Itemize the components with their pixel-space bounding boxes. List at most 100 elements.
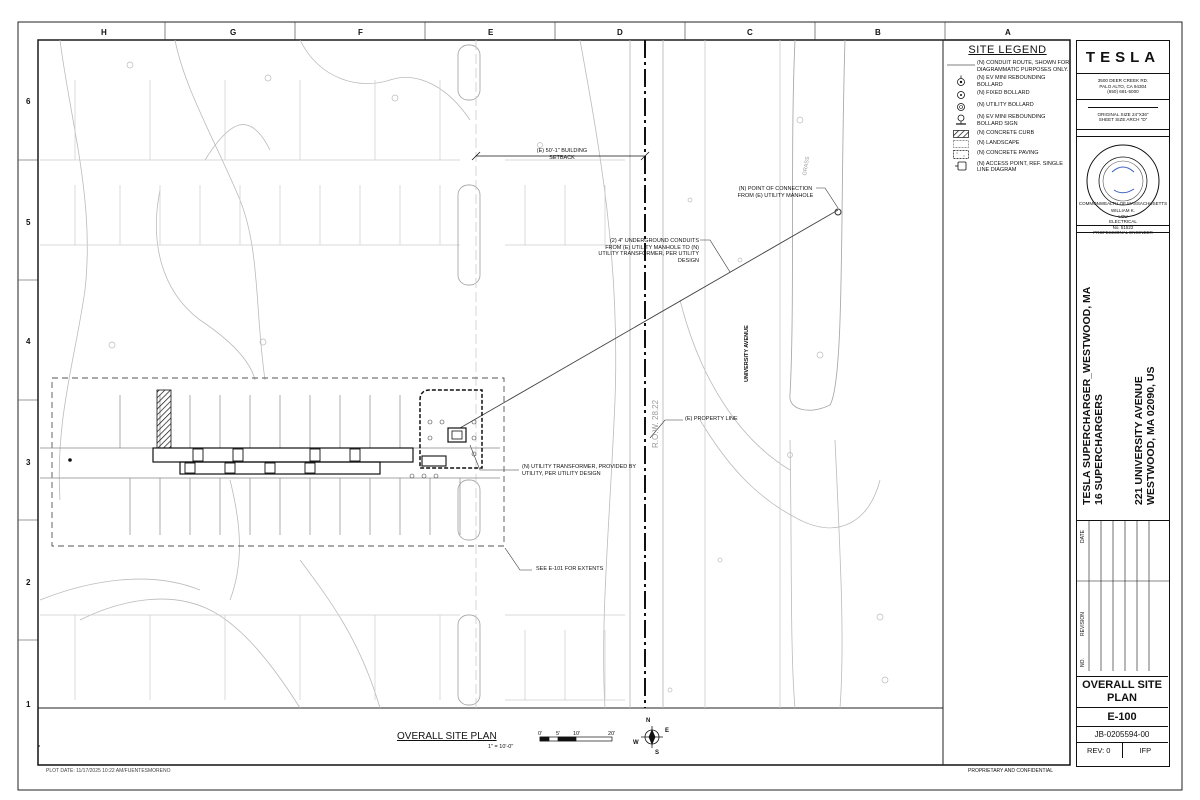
- legend-item-label: (N) EV MINI REBOUNDING BOLLARD SIGN: [977, 114, 1046, 127]
- landscape-icon: [953, 139, 969, 148]
- scale-tick: 10': [573, 731, 581, 737]
- legend-item: (N) CONCRETE PAVING: [945, 150, 1070, 159]
- grid-row-label: 5: [26, 218, 31, 227]
- ev-bollard-icon: [957, 75, 965, 87]
- conduit-line-icon: [947, 64, 975, 66]
- revision-value: REV: 0: [1076, 743, 1123, 758]
- project-info: TESLA SUPERCHARGER_WESTWOOD, MA 16 SUPER…: [1077, 231, 1169, 521]
- date-label: DATE: [1080, 529, 1086, 543]
- grid-row-label: 6: [26, 97, 31, 106]
- engineer-seal-area: COMMONWEALTH OF MASSACHUSETTS WILLIAM K.…: [1077, 135, 1169, 235]
- seal-text: COMMONWEALTH OF MASSACHUSETTS WILLIAM K.…: [1077, 201, 1169, 235]
- bollard-sign-icon: [956, 114, 966, 125]
- scale-tick: 0': [538, 731, 543, 737]
- project-line: TESLA SUPERCHARGER_WESTWOOD, MA: [1081, 286, 1093, 505]
- grid-column-label: H: [101, 28, 107, 37]
- north-arrow-label: N: [646, 718, 651, 724]
- point-of-connection-label: (N) POINT OF CONNECTION FROM (E) UTILITY…: [737, 186, 814, 199]
- legend-item: (N) EV MINI REBOUNDING BOLLARD: [945, 75, 1070, 88]
- extents-label: SEE E-101 FOR EXTENTS: [536, 566, 604, 572]
- seal-line: ELECTRICAL: [1109, 219, 1137, 225]
- grid-column-label: E: [488, 28, 494, 37]
- project-address: 221 UNIVERSITY AVENUE WESTWOOD, MA 02090…: [1133, 366, 1157, 504]
- sheet-info: OVERALL SITE PLAN E-100 JB-0205594-00 RE…: [1076, 676, 1168, 758]
- project-line: 16 SUPERCHARGERS: [1093, 393, 1105, 505]
- address-line: (650) 681-5000: [1107, 89, 1139, 94]
- grid-row-label: 3: [26, 458, 31, 467]
- legend-item: (N) CONDUIT ROUTE, SHOWN FOR DIAGRAMMATI…: [945, 60, 1070, 73]
- legend-item: (N) EV MINI REBOUNDING BOLLARD SIGN: [945, 114, 1070, 127]
- grid-column-label: B: [875, 28, 881, 37]
- plot-date: PLOT DATE: 11/17/2025 10:22 AM/FUENTESMO…: [46, 768, 171, 774]
- fixed-bollard-icon: [957, 91, 965, 100]
- legend-title: SITE LEGEND: [968, 44, 1047, 56]
- hatch-icon: [953, 129, 969, 138]
- grid-column-label: A: [1005, 28, 1011, 37]
- legend-item-label: (N) CONCRETE CURB: [977, 129, 1035, 136]
- grid-column-label: G: [230, 28, 237, 37]
- property-line-label: (E) PROPERTY LINE: [685, 416, 738, 422]
- project-address-line: WESTWOOD, MA 02090, US: [1145, 366, 1157, 505]
- legend-item-label: (N) FIXED BOLLARD: [977, 90, 1030, 97]
- plan-scale: 1" = 10'-0": [488, 744, 514, 750]
- engineer-seal-icon: [1086, 144, 1160, 217]
- revision-status-row: REV: 0 IFP: [1076, 742, 1168, 758]
- address-line: PALO ALTO, CA 94304: [1099, 83, 1147, 89]
- revision-label: REVISION: [1080, 611, 1086, 636]
- grid-column-label: C: [747, 28, 753, 37]
- grid-row-label: 4: [26, 337, 31, 346]
- right-of-way-label: R.O.W. 28.22: [651, 399, 660, 448]
- sheet-number: E-100: [1076, 707, 1168, 726]
- tesla-logo: TESLA: [1077, 41, 1169, 74]
- scale-tick: 20': [608, 731, 616, 737]
- paving-icon: [953, 149, 969, 159]
- confidential-notice: PROPRIETARY AND CONFIDENTIAL: [968, 768, 1054, 774]
- issue-status: IFP: [1139, 746, 1152, 755]
- revision-number-label: NO.: [1080, 657, 1086, 667]
- seal-line: PROFESSIONAL ENGINEER: [1093, 230, 1153, 236]
- job-number: JB-0205594-00: [1076, 726, 1168, 742]
- utility-bollard-icon: [957, 103, 965, 112]
- company-address: 3500 DEER CREEK RD. PALO ALTO, CA 94304 …: [1077, 74, 1169, 100]
- seal-line: WILLIAM K.: [1110, 208, 1135, 214]
- legend-item-label: (N) EV MINI REBOUNDING BOLLARD: [977, 75, 1046, 88]
- transformer-label: (N) UTILITY TRANSFORMER, PROVIDED BY UTI…: [522, 464, 636, 477]
- legend-item: (N) CONCRETE CURB: [945, 130, 1070, 138]
- sheet-size: ORIGINAL SIZE 24"X36" SHEET SIZE ARCH "D…: [1077, 100, 1169, 130]
- grid-row-label: 1: [26, 700, 31, 709]
- seal-line: No. 51522: [1112, 224, 1134, 230]
- legend-item: (N) ACCESS POINT, REF. SINGLE LINE DIAGR…: [945, 161, 1070, 174]
- project-address-line: 221 UNIVERSITY AVENUE: [1133, 375, 1145, 505]
- north-arrow-label: S: [655, 750, 660, 756]
- grid-column-label: F: [358, 28, 363, 37]
- legend-item-label: (N) CONDUIT ROUTE, SHOWN FOR DIAGRAMMATI…: [977, 60, 1070, 73]
- revision-table: DATE REVISION NO.: [1077, 520, 1169, 671]
- grid-column-label: D: [617, 28, 623, 37]
- seal-line: COMMONWEALTH OF MASSACHUSETTS: [1078, 201, 1168, 206]
- sheet-title: OVERALL SITE PLAN: [1082, 679, 1162, 704]
- revision-grid: [1077, 520, 1169, 671]
- legend-item: (N) UTILITY BOLLARD: [945, 102, 1070, 112]
- seal-line: LOU: [1118, 213, 1128, 219]
- conduits-label: (2) 4" UNDERGROUND CONDUITS FROM (E) UTI…: [598, 238, 699, 264]
- access-point-icon: [955, 161, 967, 170]
- project-name: TESLA SUPERCHARGER_WESTWOOD, MA 16 SUPER…: [1081, 286, 1105, 504]
- legend-item: (N) FIXED BOLLARD: [945, 90, 1070, 100]
- legend-item-label: (N) LANDSCAPE: [977, 139, 1020, 146]
- address-line: 3500 DEER CREEK RD.: [1097, 78, 1149, 83]
- setback-label: (E) 50'-1" BUILDING SETBACK: [536, 148, 588, 161]
- title-block: TESLA 3500 DEER CREEK RD. PALO ALTO, CA …: [1076, 40, 1170, 767]
- plan-title: OVERALL SITE PLAN: [397, 731, 497, 742]
- street-name: UNIVERSITY AVENUE: [744, 325, 750, 382]
- legend-item: (N) LANDSCAPE: [945, 140, 1070, 148]
- grid-row-label: 2: [26, 578, 31, 587]
- north-arrow-label: E: [665, 728, 670, 734]
- north-arrow-label: W: [633, 740, 639, 746]
- scale-tick: 5': [556, 731, 561, 737]
- legend-item-label: (N) CONCRETE PAVING: [977, 149, 1039, 156]
- legend-item-label: (N) ACCESS POINT, REF. SINGLE LINE DIAGR…: [977, 160, 1063, 174]
- site-legend: SITE LEGEND (N) CONDUIT ROUTE, SHOWN FOR…: [945, 44, 1070, 176]
- legend-item-label: (N) UTILITY BOLLARD: [977, 102, 1034, 109]
